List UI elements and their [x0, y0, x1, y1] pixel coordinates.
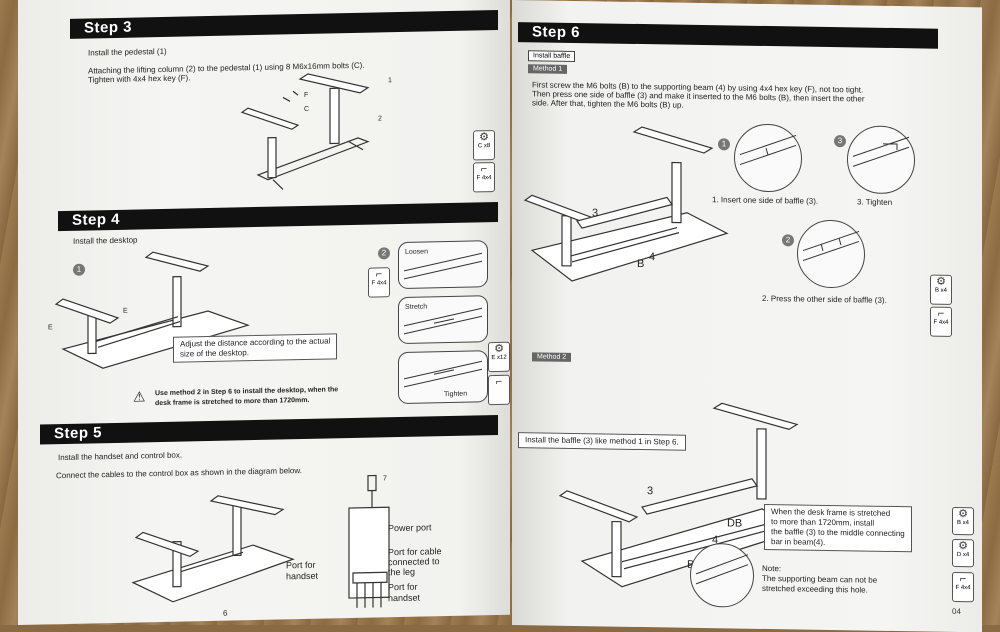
label-E-left: E — [48, 324, 53, 331]
step-4-marker-2: 2 — [378, 247, 390, 260]
adjust-note-line2: size of the desktop. — [180, 348, 249, 359]
stretch-note-line4: bar in beam(4). — [771, 537, 826, 547]
method-1-line3: side. After that, tighten the M6 bolts (… — [532, 98, 684, 110]
step-6-title: Step 6 — [532, 23, 581, 42]
hex-key-label: F 4x4 — [933, 319, 949, 326]
power-port-label: Power port — [388, 522, 432, 534]
step-4-warning-line2: desk frame is stretched to more than 172… — [155, 396, 310, 408]
label-E-right: E — [123, 308, 128, 315]
method-2-beam-hole-detail — [690, 542, 754, 608]
detail-marker-3: 3 — [834, 135, 846, 148]
method-2-stretch-note: When the desk frame is stretched to more… — [764, 503, 912, 553]
step-3-pedestal-diagram: F C 1 2 — [240, 73, 392, 190]
detail-marker-1: 1 — [718, 138, 730, 151]
detail-2-caption: 2. Press the other side of baffle (3). — [762, 293, 887, 305]
leg-port-label: Port for cable connected to the leg — [388, 546, 442, 577]
step-5-instruction: Connect the cables to the control box as… — [56, 466, 302, 481]
method-2-bolt-d-label: D x4 — [956, 551, 970, 559]
detail-1-caption: 1. Insert one side of baffle (3). — [712, 195, 819, 206]
detail-3-tighten — [847, 125, 915, 195]
step-3-instruction-line2: Tighten with 4x4 hex key (F). — [88, 73, 191, 85]
leg-port-line2: connected to — [388, 556, 440, 568]
detail-3-caption: 3. Tighten — [857, 197, 893, 207]
handset-left-line1: Port for — [286, 559, 316, 571]
step-4-header: Step 4 — [58, 201, 498, 232]
screw-e-label: E x12 — [491, 354, 507, 362]
step-3-subtitle: Install the pedestal (1) — [88, 46, 167, 58]
method-1-frame-diagram: 3 B 4 — [523, 126, 729, 282]
right-manual-page: Step 6 Install baffle Method 1 First scr… — [512, 0, 982, 632]
bolt-c-tool-icon: ⚙C x8 — [473, 130, 495, 161]
bolt-b-label: B x4 — [934, 287, 947, 294]
method-2-bolt-b-label: B x4 — [956, 519, 969, 527]
warning-triangle-icon: ⚠ — [133, 388, 146, 405]
step-5-cable-diagram: 6 — [131, 495, 295, 618]
method-2-tag: Method 2 — [532, 352, 572, 362]
step-5-header: Step 5 — [40, 414, 498, 445]
screw-e-tool-icon: ⚙E x12 — [488, 341, 510, 373]
label-4-method2: 4 — [712, 534, 718, 546]
hex-key-f-label: F 4x4 — [476, 175, 492, 182]
step-3-title: Step 3 — [84, 18, 133, 37]
step-4-hex-key-label: F 4x4 — [371, 280, 387, 287]
label-C: C — [304, 106, 309, 113]
handset-port-right-label: Port for handset — [388, 582, 420, 605]
handset-right-line1: Port for — [388, 581, 418, 593]
label-2: 2 — [378, 115, 382, 122]
step-4-desktop-diagram: E E — [48, 251, 250, 369]
label-1: 1 — [388, 77, 392, 84]
label-4: 4 — [649, 251, 655, 263]
detail-marker-2: 2 — [782, 234, 794, 247]
step-4-tighten-tool-icon: ⌐ — [488, 374, 510, 406]
bolt-b-tool-icon: ⚙B x4 — [930, 274, 952, 305]
method-1-tag: Method 1 — [528, 64, 568, 74]
label-3: 3 — [592, 207, 598, 219]
bolt-c-label: C x8 — [477, 143, 491, 150]
detail-2-press-baffle — [797, 219, 865, 289]
step-6-header: Step 6 — [518, 22, 938, 49]
step-5-subtitle: Install the handset and control box. — [58, 450, 183, 463]
left-manual-page: Step 3 Install the pedestal (1) Attachin… — [18, 0, 510, 625]
step-4-subtitle: Install the desktop — [73, 235, 138, 246]
hex-key-tool-icon: ⌐F 4x4 — [930, 306, 952, 337]
step-5-title: Step 5 — [54, 424, 103, 443]
note-line2: stretched exceeding this hole. — [762, 583, 868, 595]
label-F: F — [304, 92, 308, 99]
method-2-note: Note: The supporting beam can not be str… — [762, 564, 877, 596]
step-4-title: Step 4 — [72, 210, 121, 229]
label-6: 6 — [223, 609, 228, 618]
detail-1-insert-baffle — [734, 123, 802, 193]
tighten-label: Tighten — [444, 390, 468, 399]
install-baffle-tag: Install baffle — [528, 50, 576, 62]
method-2-frame-diagram: 3 4 BD DB — [558, 402, 804, 588]
leg-port-line3: the leg — [388, 566, 416, 578]
step-4-hex-key-icon: ⌐F 4x4 — [368, 267, 390, 298]
page-number: 04 — [952, 606, 961, 617]
tighten-detail: Tighten — [398, 350, 488, 405]
label-7: 7 — [383, 475, 387, 482]
loosen-detail: Loosen — [398, 240, 488, 290]
handset-right-line2: handset — [388, 592, 421, 604]
label-DB-upper: DB — [727, 517, 742, 529]
label-3-method2: 3 — [647, 485, 653, 497]
label-B: B — [637, 258, 644, 270]
step-3-header: Step 3 — [70, 9, 498, 39]
method-2-hex-key-label: F 4x4 — [955, 584, 971, 592]
control-box-diagram: 7 — [348, 474, 390, 608]
method-2-bolt-b-icon: ⚙B x4 — [952, 506, 974, 536]
method-2-bolt-d-icon: ⚙D x4 — [952, 538, 974, 568]
method-2-hex-key-icon: ⌐F 4x4 — [952, 571, 974, 603]
hex-key-f-tool-icon: ⌐F 4x4 — [473, 162, 495, 193]
step-4-adjust-note: Adjust the distance according to the act… — [173, 333, 338, 363]
stretch-detail: Stretch — [398, 295, 488, 345]
handset-port-left-label: Port for handset — [286, 560, 318, 583]
handset-left-line2: handset — [286, 570, 319, 582]
